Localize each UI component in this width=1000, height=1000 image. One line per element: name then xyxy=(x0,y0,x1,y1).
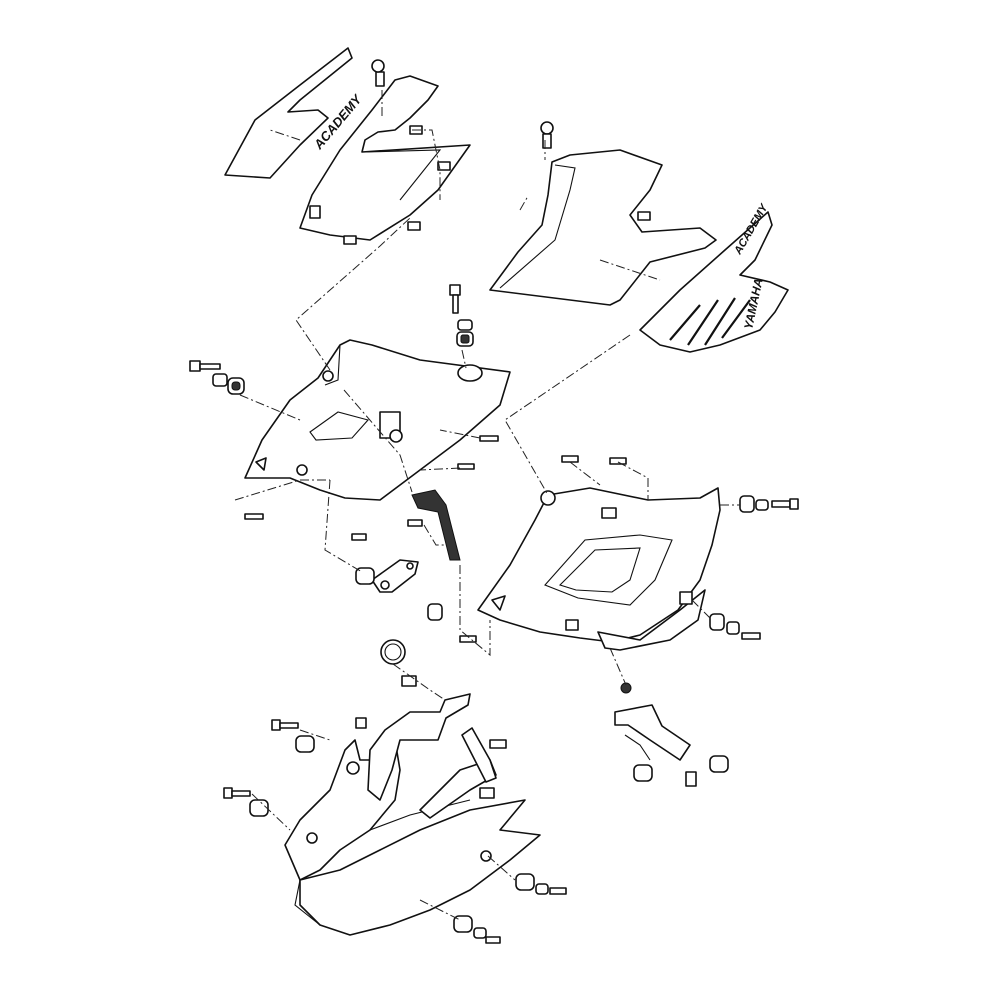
rubber-grommet-icon xyxy=(739,495,799,513)
under-cowl-stay xyxy=(367,639,497,819)
screw-icon xyxy=(371,59,385,87)
leader-lines xyxy=(234,90,740,921)
left-main-cowl xyxy=(244,339,511,501)
hex-bolt-icon xyxy=(189,360,221,372)
under-cowl xyxy=(284,739,541,936)
right-side-cover-upper xyxy=(489,121,717,306)
rubber-grommet-icon xyxy=(355,567,375,585)
right-main-cowl xyxy=(477,487,721,651)
rubber-grommet-icon xyxy=(227,377,245,395)
screw-icon xyxy=(459,455,627,643)
right-stay-bracket xyxy=(614,682,729,787)
right-decal-panel: YAMAHA ACADEMY xyxy=(639,201,789,353)
left-stay-bracket xyxy=(355,489,461,593)
hex-bolt-icon xyxy=(449,284,474,347)
clip-nut-icon xyxy=(637,211,651,221)
left-side-cover-upper: ACADEMY xyxy=(299,59,471,245)
hex-bolt-icon xyxy=(223,675,567,944)
collar-icon xyxy=(212,373,228,387)
left-decal-panel xyxy=(224,47,353,179)
screw-icon xyxy=(244,435,499,541)
screw-icon xyxy=(540,121,554,149)
rubber-grommet-icon xyxy=(427,591,761,640)
